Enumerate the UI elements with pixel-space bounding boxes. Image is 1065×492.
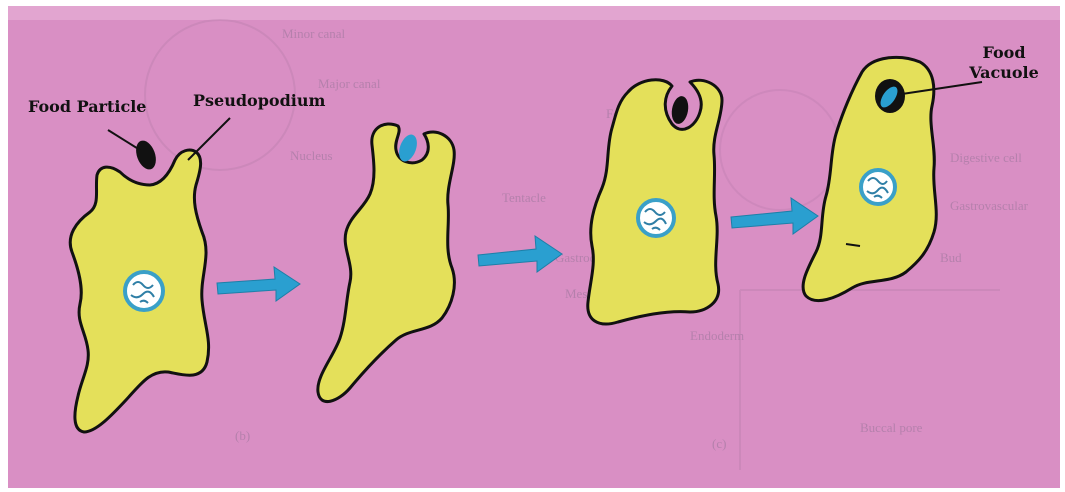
food-vacuole-label-line-1: Food (982, 43, 1025, 62)
bleed-text: Minor canal (282, 26, 346, 41)
food-particle-label: Food Particle (28, 97, 146, 116)
bleed-text: Tentacle (502, 190, 546, 205)
nucleus-membrane (861, 170, 895, 204)
bleed-text: (c) (712, 436, 726, 451)
nucleus-membrane (125, 272, 163, 310)
bleed-text: Digestive cell (950, 150, 1022, 165)
nucleus-membrane (638, 200, 674, 236)
page-top-strip (8, 6, 1060, 20)
bleed-text: Gastrovascular (950, 198, 1029, 213)
food-vacuole-label-line-2: Vacuole (968, 63, 1039, 82)
bleed-text: Bud (940, 250, 962, 265)
food-vacuole (875, 79, 905, 113)
nucleus-stage-1 (125, 272, 163, 310)
nucleus-stage-4 (861, 170, 895, 204)
bleed-text: Nucleus (290, 148, 333, 163)
bleed-text: Endoderm (690, 328, 744, 343)
pseudopodium-label: Pseudopodium (193, 91, 325, 110)
nucleus-stage-3 (638, 200, 674, 236)
bleed-text: Major canal (318, 76, 381, 91)
bleed-text: (b) (235, 428, 250, 443)
bleed-text: Buccal pore (860, 420, 923, 435)
